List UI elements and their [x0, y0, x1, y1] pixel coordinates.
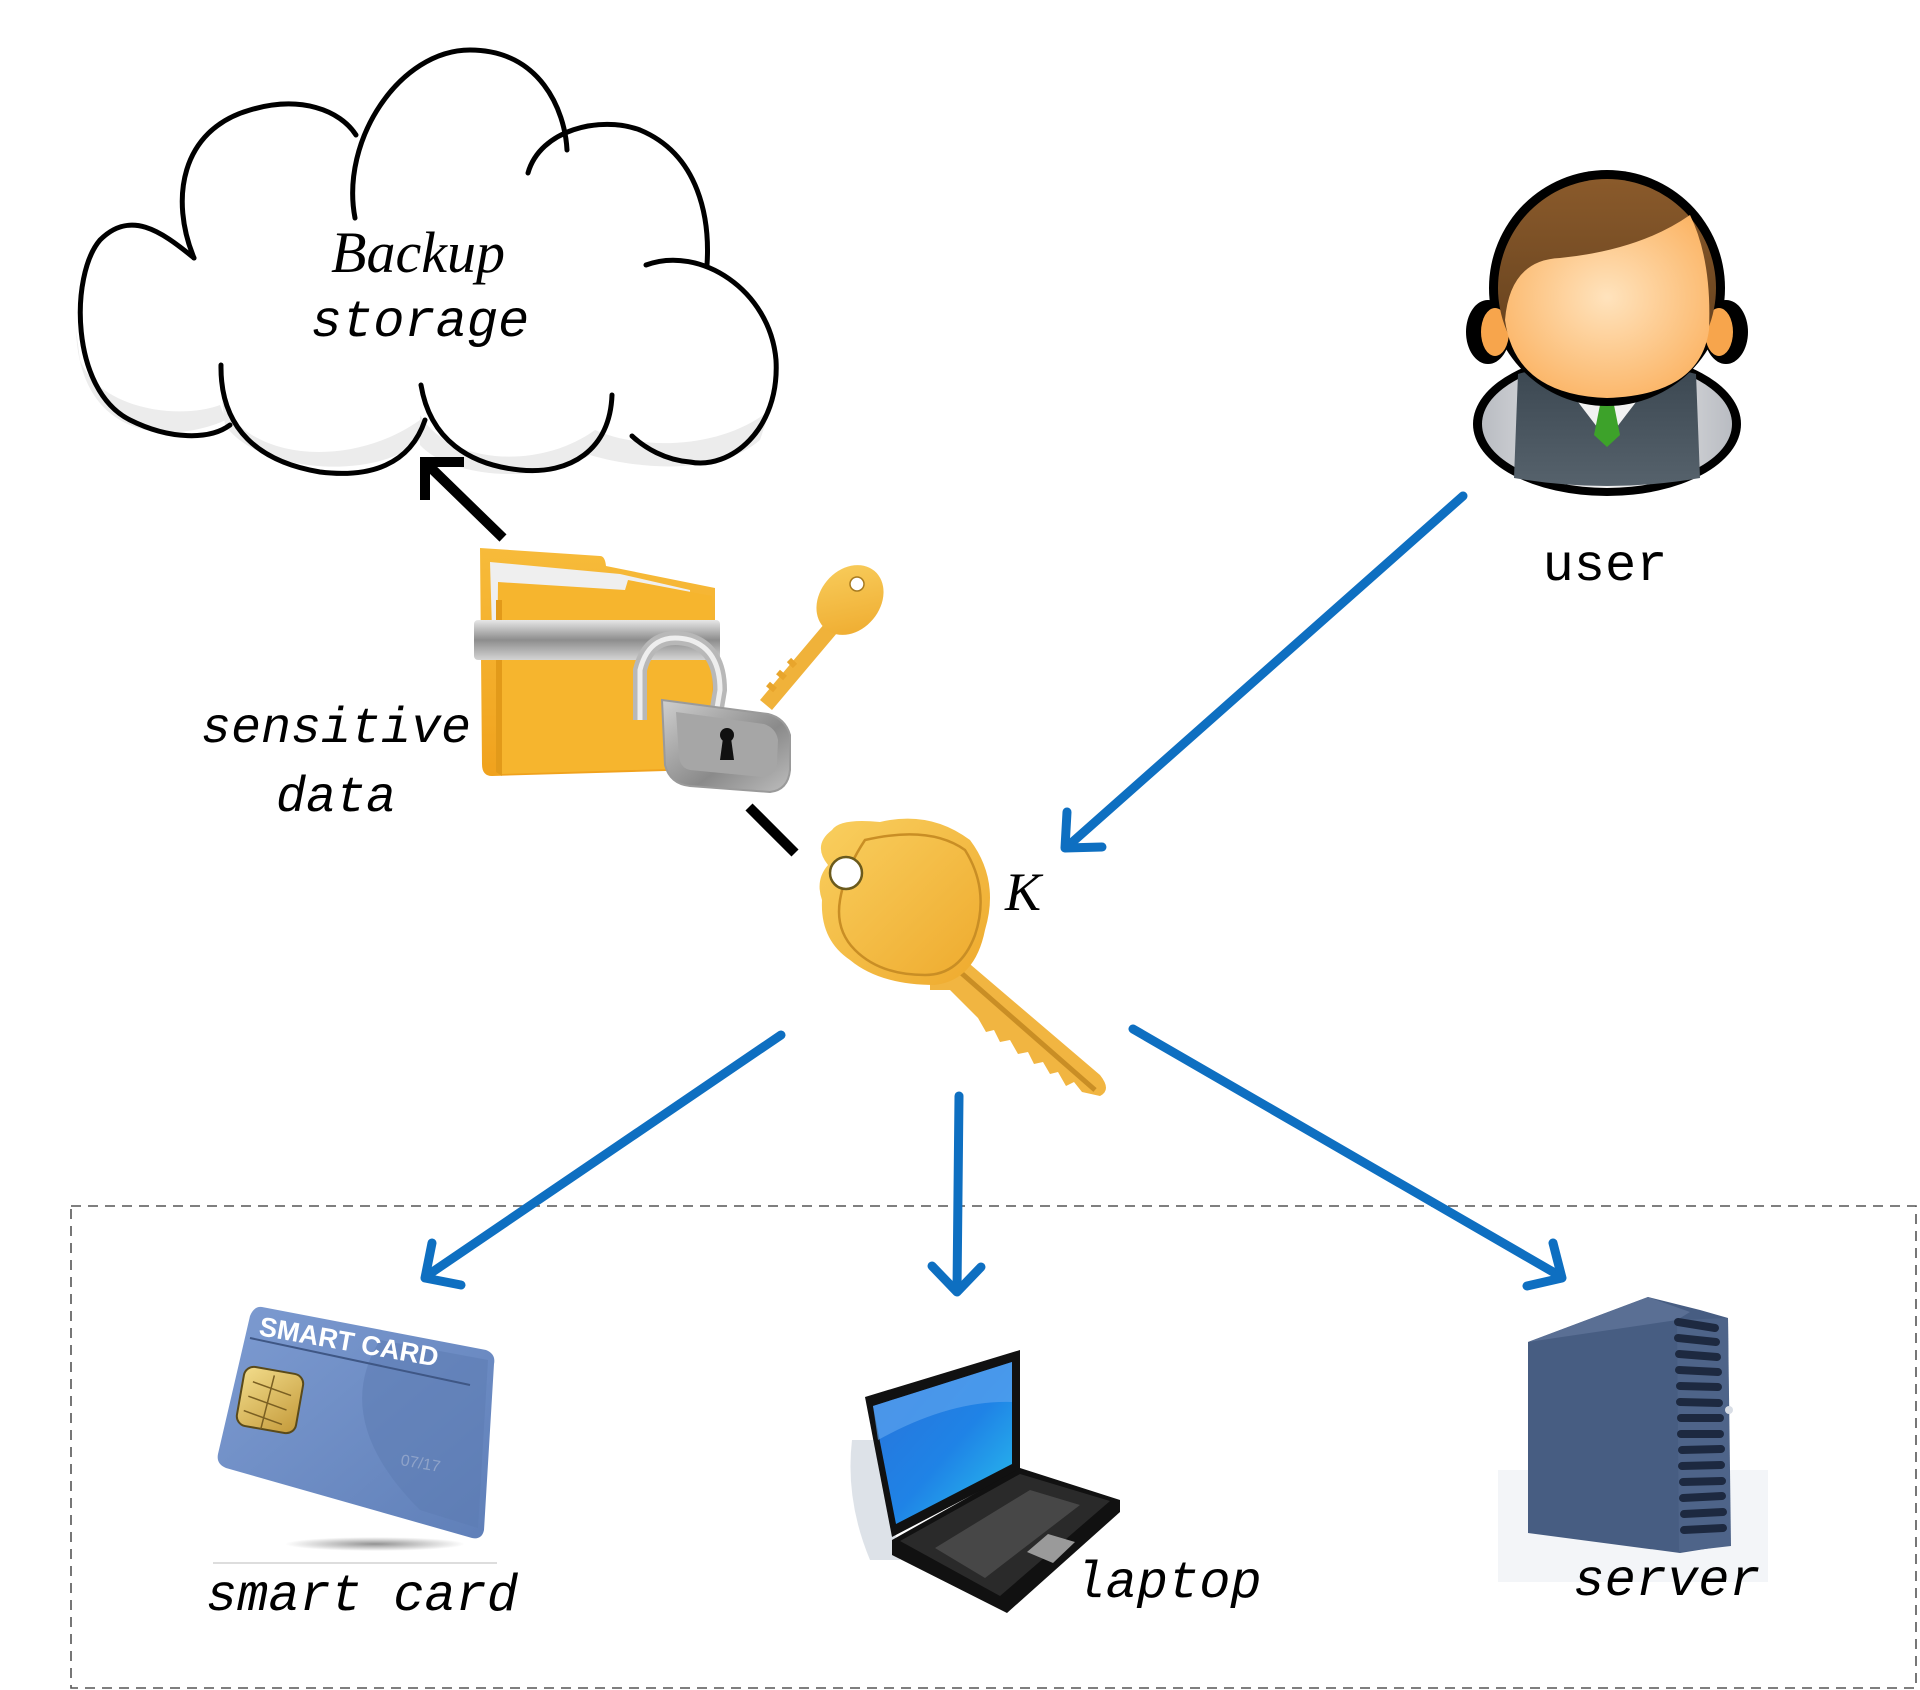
cloud-label-line1: Backup — [331, 220, 505, 285]
key-to-server-arrow — [1128, 1024, 1567, 1291]
server-vents — [1674, 1318, 1727, 1534]
cloud-icon — [73, 47, 779, 476]
sensitive-data-label-line1: sensitive — [201, 701, 471, 758]
laptop-label: laptop — [1074, 1554, 1261, 1613]
smart-card-label: smart card — [206, 1567, 519, 1626]
user-avatar-icon — [1466, 170, 1748, 496]
key-to-data-line — [745, 803, 799, 857]
key-to-laptop-arrow — [927, 1091, 986, 1297]
sensitive-data-label-line2: data — [276, 770, 396, 827]
device-group-border — [70, 1205, 1917, 1689]
key-icon — [819, 818, 1106, 1096]
server-icon — [1498, 1297, 1768, 1582]
user-to-key-arrow — [1060, 491, 1468, 853]
backup-arrow — [420, 457, 507, 542]
laptop-icon — [850, 1350, 1120, 1613]
cloud-label-line2: storage — [311, 293, 529, 352]
card-date: 07/17 — [399, 1452, 441, 1476]
small-key-icon — [760, 565, 884, 710]
key-label: K — [1004, 862, 1044, 922]
locked-folder-icon — [474, 548, 884, 794]
server-label: server — [1573, 1552, 1760, 1611]
user-label: user — [1543, 537, 1668, 596]
key-to-smart-card-arrow — [420, 1030, 786, 1290]
smart-card-icon: SMART CARD 07/17 — [217, 1306, 495, 1551]
